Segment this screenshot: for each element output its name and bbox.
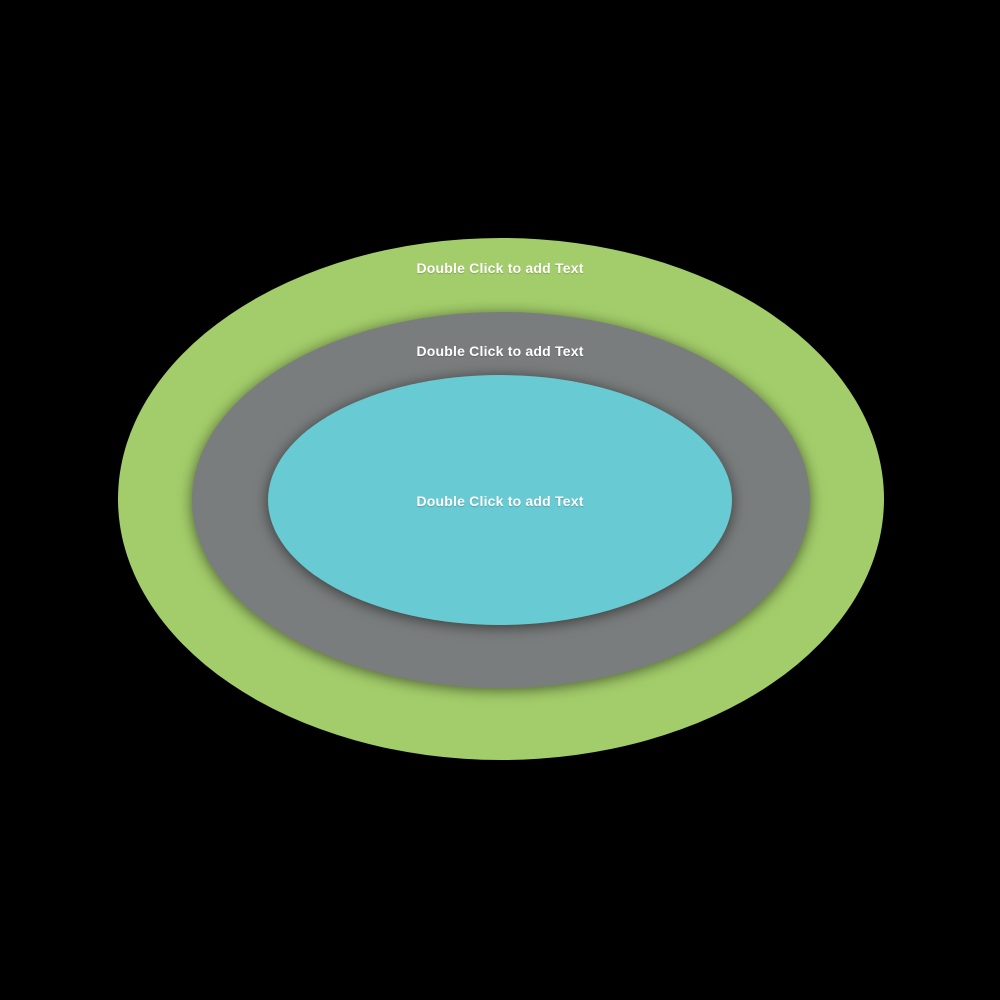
onion-ring-inner[interactable] (268, 375, 732, 625)
